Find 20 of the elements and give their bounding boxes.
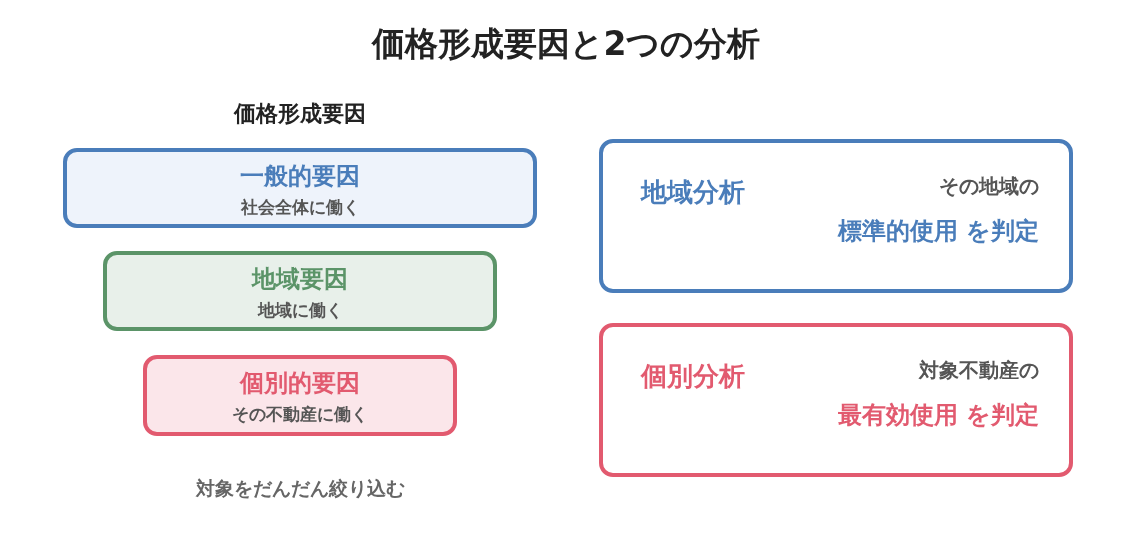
- factor-heading: 個別的要因: [238, 368, 361, 399]
- analysis-card: [599, 139, 1073, 293]
- section-heading: 価格形成要因: [232, 100, 367, 128]
- analysis-result: 標準的使用 を判定: [837, 216, 1039, 247]
- analysis-description: 対象不動産の: [919, 357, 1039, 384]
- diagram-title: 価格形成要因と2つの分析: [370, 23, 762, 65]
- analysis-heading: 個別分析: [641, 360, 745, 393]
- factor-box: [143, 355, 457, 436]
- analysis-heading: 地域分析: [641, 176, 745, 209]
- factor-box: [103, 251, 497, 331]
- analysis-description: その地域の: [939, 173, 1039, 200]
- factor-box: [63, 148, 537, 228]
- factor-description: 社会全体に働く: [239, 196, 361, 219]
- factor-description: その不動産に働く: [231, 403, 369, 426]
- factor-heading: 地域要因: [250, 264, 349, 295]
- factor-heading: 一般的要因: [239, 161, 361, 192]
- analysis-result: 最有効使用 を判定: [837, 400, 1039, 431]
- analysis-card: [599, 323, 1073, 477]
- factor-description: 地域に働く: [256, 299, 344, 322]
- note-text: 対象をだんだん絞り込む: [194, 476, 406, 501]
